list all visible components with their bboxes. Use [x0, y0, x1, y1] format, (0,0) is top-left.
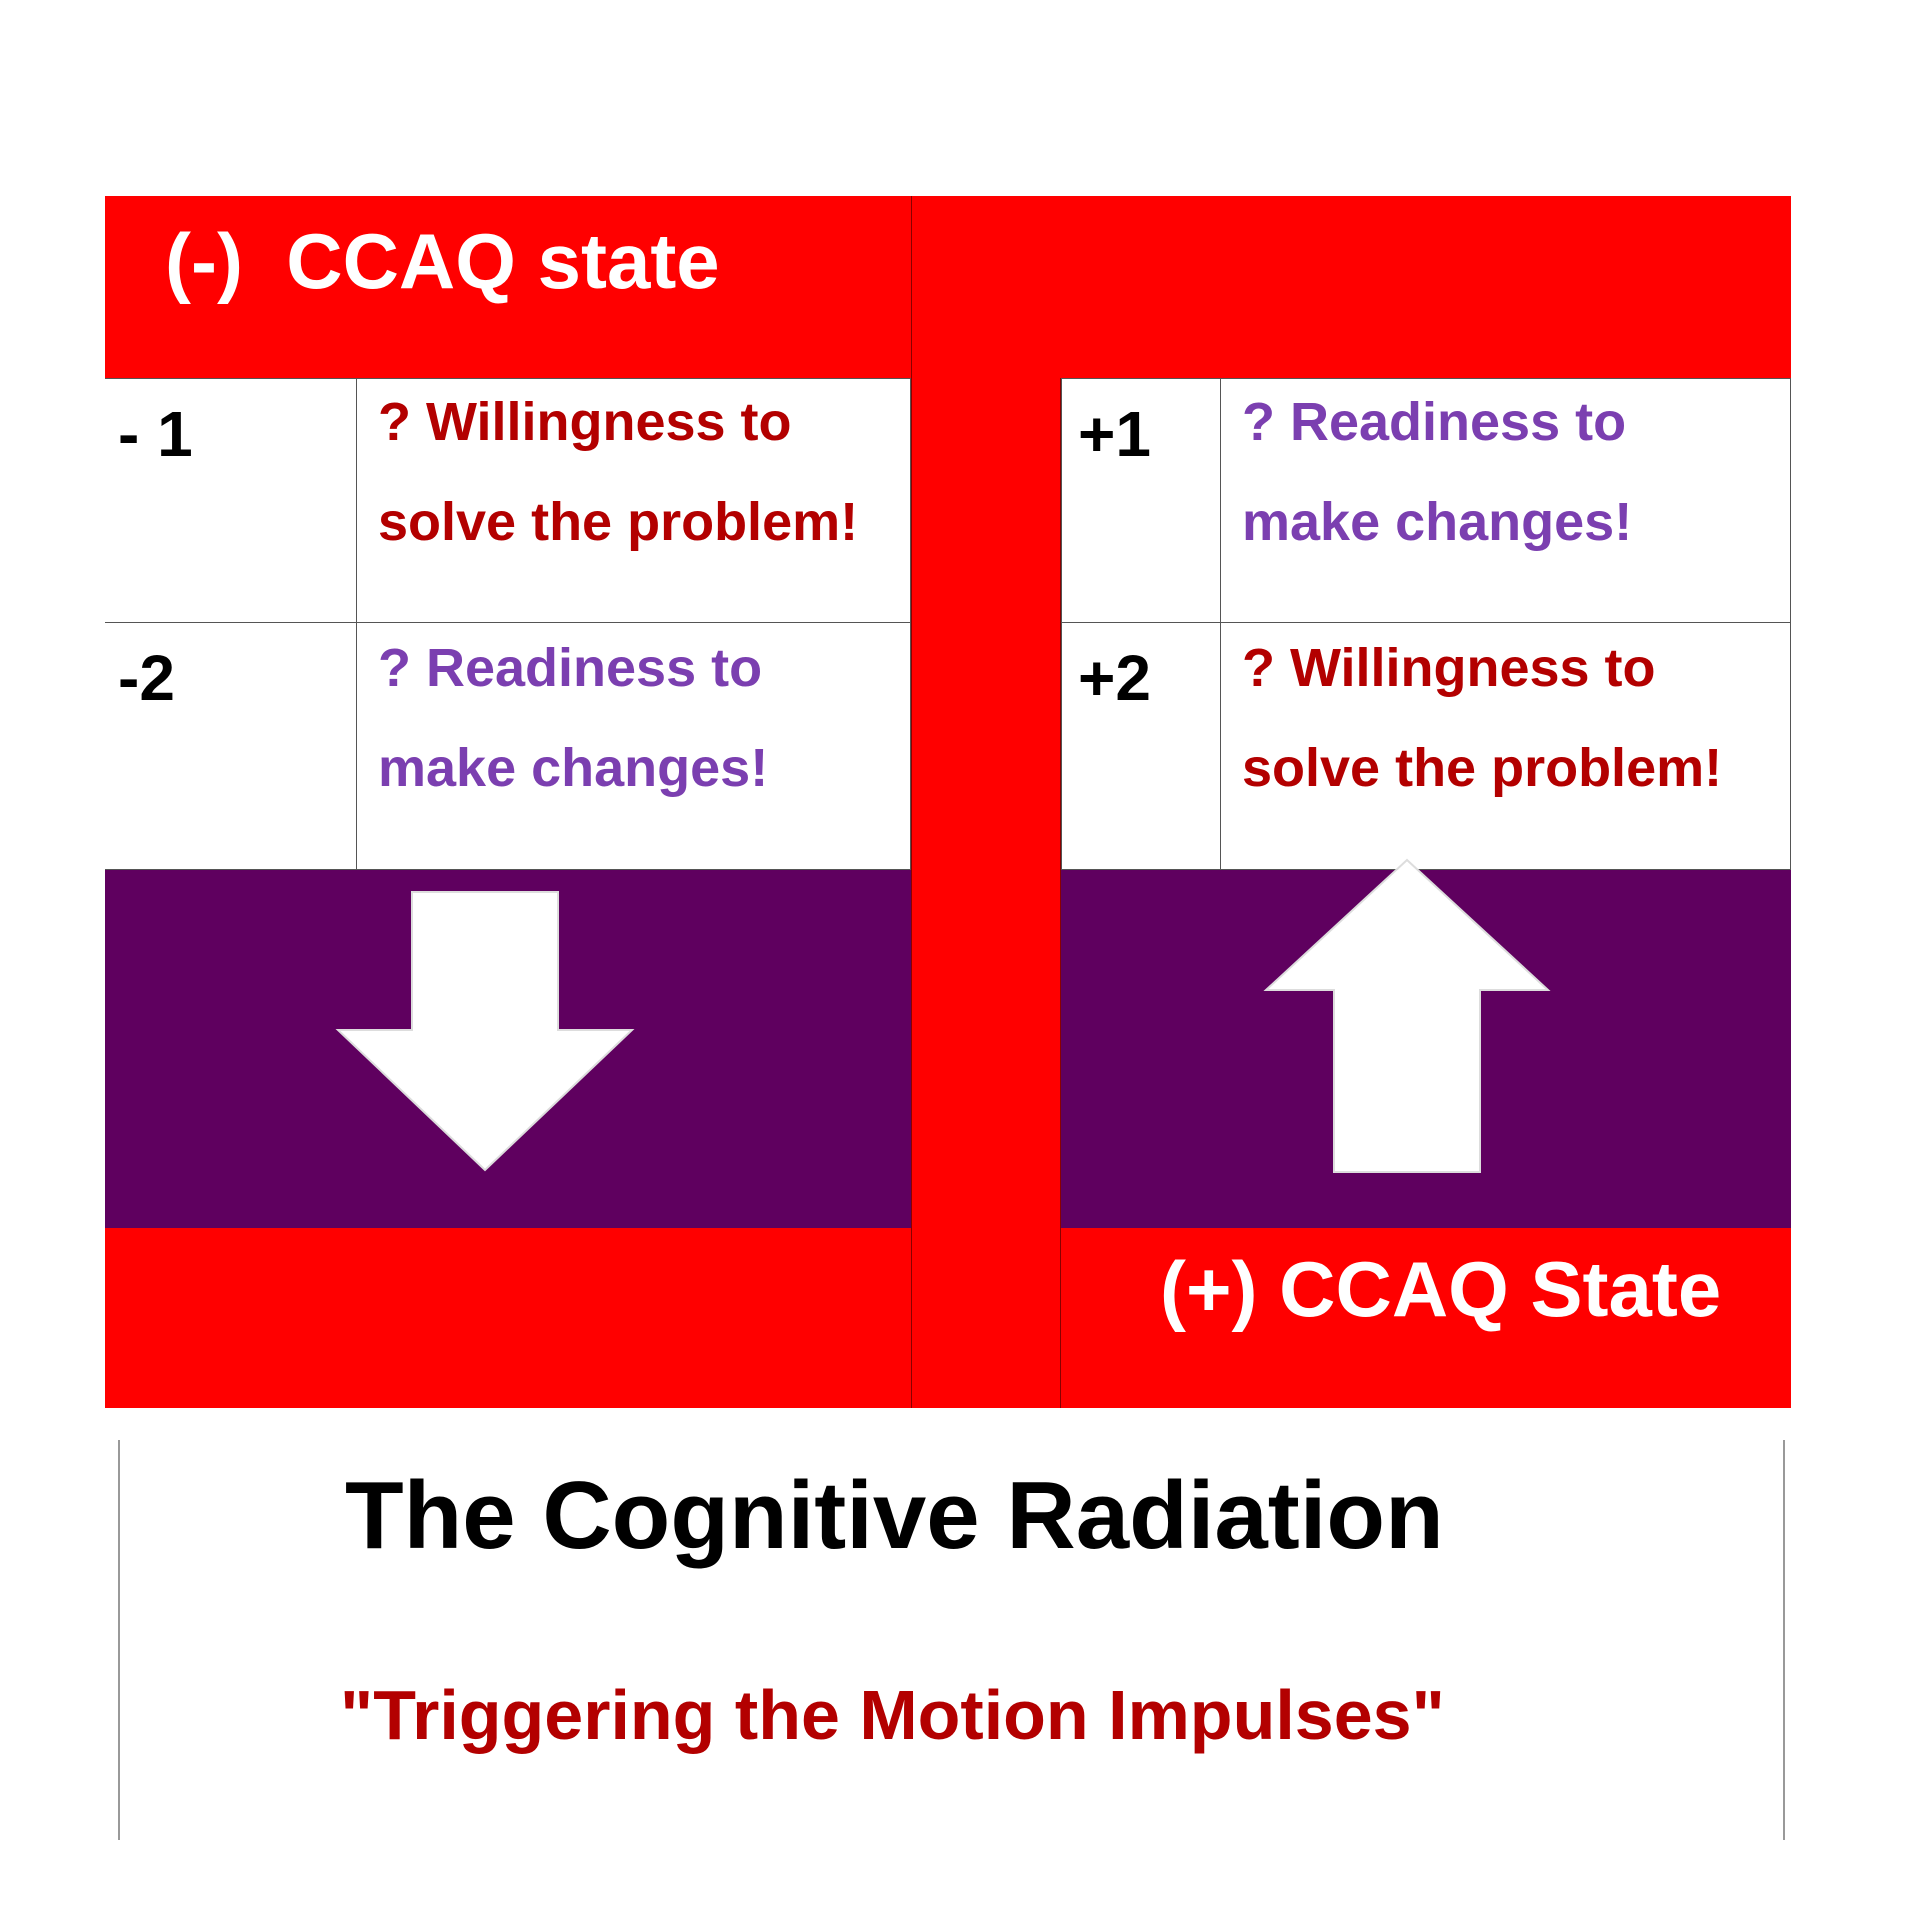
pos-row-1-text-cell: [1220, 378, 1791, 623]
center-column: [911, 378, 1061, 1408]
up-arrow-icon: [1263, 858, 1551, 1173]
pos-row-2-number-cell: [1061, 622, 1222, 870]
pos-row-1-line1: ? Readiness to: [1242, 392, 1627, 452]
pos-row-1-number-cell: [1061, 378, 1222, 623]
caption-box: [118, 1440, 1785, 1840]
top-band-left: [105, 196, 911, 378]
neg-row-1-line2: solve the problem!: [378, 492, 859, 552]
neg-row-1-text-cell: [356, 378, 911, 623]
top-band-right: [911, 196, 1791, 378]
pos-row-1-number: +1: [1078, 398, 1151, 470]
neg-row-2-line1: ? Readiness to: [378, 638, 763, 698]
neg-row-2-number: -2: [118, 642, 175, 714]
pos-row-1-line2: make changes!: [1242, 492, 1633, 552]
caption-title: The Cognitive Radiation: [345, 1462, 1444, 1569]
pos-row-2-number: +2: [1078, 642, 1151, 714]
pos-row-2-line1: ? Willingness to: [1242, 638, 1656, 698]
positive-state-label: (+) CCAQ State: [1160, 1245, 1722, 1333]
down-arrow-icon: [335, 891, 635, 1172]
bottom-band-right: [1061, 1228, 1791, 1408]
pos-row-2-text-cell: [1220, 622, 1791, 870]
neg-row-1-line1: ? Willingness to: [378, 392, 792, 452]
negative-state-label: (-) CCAQ state: [165, 217, 720, 305]
neg-row-2-line2: make changes!: [378, 738, 769, 798]
neg-row-2-number-cell: [105, 622, 358, 870]
bottom-band-left: [105, 1228, 911, 1408]
neg-row-1-number: - 1: [118, 398, 193, 470]
caption-subtitle: "Triggering the Motion Impulses": [340, 1676, 1445, 1754]
neg-row-2-text-cell: [356, 622, 911, 870]
pos-row-2-line2: solve the problem!: [1242, 738, 1723, 798]
